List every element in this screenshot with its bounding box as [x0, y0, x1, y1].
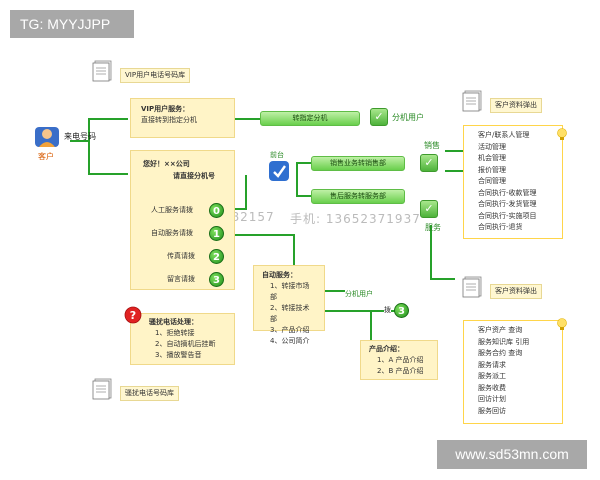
menu-key-2: 2	[209, 249, 224, 264]
product-intro-box: 产品介绍： 1、A 产品介绍 2、B 产品介绍	[360, 340, 438, 380]
service-module-item: 服务请求	[478, 360, 506, 369]
ivr-menu-box: 您好！××公司 请直接分机号 人工服务请拨 0 自动服务请拨 1 传真请拨 2 …	[130, 150, 235, 290]
extension-phone-icon: ✓	[370, 108, 388, 126]
crm-module-item: 合同管理	[478, 177, 506, 185]
service-module-item: 服务派工	[478, 372, 506, 380]
auto-service-item: 2、转接技术部	[270, 304, 310, 323]
document-icon	[92, 60, 112, 82]
greeting-line1: 您好！××公司	[143, 160, 190, 168]
service-phone-icon: ✓	[420, 200, 438, 218]
menu-key-1: 1	[209, 226, 224, 241]
product-intro-item: 2、B 产品介绍	[377, 367, 424, 375]
crm-module-item: 客户/联系人管理	[478, 131, 530, 139]
customer-popup-label: 客户资料弹出	[490, 98, 542, 113]
document-icon	[462, 90, 482, 112]
connector	[296, 162, 311, 164]
customer-icon	[35, 127, 59, 147]
crm-module-item: 活动管理	[478, 142, 506, 151]
connector	[296, 195, 311, 197]
product-intro-title: 产品介绍：	[369, 345, 404, 353]
menu-key-3: 3	[209, 272, 224, 287]
harass-db-label: 骚扰电话号码库	[120, 386, 179, 401]
crm-module-item: 合同执行-实施项目	[478, 211, 537, 220]
vip-db-label: VIP用户电话号码库	[120, 68, 191, 83]
connector	[235, 208, 247, 210]
harass-title: 骚扰电话处理：	[149, 318, 198, 326]
product-intro-item: 1、A 产品介绍	[377, 356, 424, 364]
connector	[445, 170, 463, 172]
service-module-item: 服务回访	[478, 406, 506, 415]
watermark-phone: 手机: 13652371937	[290, 212, 421, 226]
connector	[245, 175, 247, 210]
crm-module-item: 合同执行-收款管理	[478, 188, 537, 197]
customer-popup-label: 客户资料弹出	[490, 284, 542, 299]
sales-phone-icon: ✓	[420, 154, 438, 172]
service-label: 服务	[425, 223, 441, 232]
menu-option-label: 人工服务请拨	[151, 206, 193, 214]
harass-item: 3、播放警告音	[155, 351, 202, 359]
connector	[430, 225, 432, 280]
service-module-item: 服务收费	[478, 383, 506, 392]
svg-text:?: ?	[130, 309, 136, 322]
crm-module-list: 客户/联系人管理 活动管理 机会管理 报价管理 合同管理 合同执行-收款管理 合…	[463, 125, 563, 239]
document-icon	[462, 276, 482, 298]
auto-service-item: 4、公司简介	[270, 337, 310, 345]
service-module-item: 客户资产 查询	[478, 326, 523, 334]
connector	[88, 118, 128, 120]
customer-label: 客户	[38, 152, 54, 161]
service-module-list: 客户资产 查询 服务知识库 引用 服务合约 查询 服务请求 服务派工 服务收费 …	[463, 320, 563, 424]
crm-module-item: 合同执行-退货	[478, 223, 523, 231]
vip-service-title: VIP用户服务：	[141, 105, 190, 113]
dispatch-label: 前台	[270, 151, 284, 159]
top-overlay-label: TG: MYYJJPP	[10, 10, 134, 38]
menu-option-label: 传真请拨	[167, 252, 195, 260]
after-sales-transfer-bar: 售后服务转服务部	[311, 189, 405, 204]
auto-service-item: 3、产品介绍	[270, 326, 310, 334]
sales-label: 销售	[424, 141, 440, 150]
harass-handling-box: 骚扰电话处理： 1、拒绝转接 2、自动摘机后挂断 3、播放警告音	[130, 313, 235, 365]
connector	[88, 118, 90, 174]
harass-item: 1、拒绝转接	[155, 329, 195, 337]
connector	[370, 310, 372, 340]
document-icon	[92, 378, 112, 400]
connector	[70, 140, 90, 142]
auto-service-item: 1、转接市场部	[270, 282, 310, 301]
extension-user-label: 分机用户	[392, 113, 424, 122]
service-module-item: 回访计划	[478, 395, 506, 403]
crm-module-item: 机会管理	[478, 154, 506, 162]
greeting-line2: 请直接分机号	[173, 172, 215, 180]
menu-key-0: 0	[209, 203, 224, 218]
auto-ext-user-label: 分机用户	[345, 289, 373, 299]
connector	[235, 118, 260, 120]
connector	[325, 310, 395, 312]
menu-option-label: 留言请拨	[167, 275, 195, 283]
connector	[293, 234, 295, 266]
service-module-item: 服务知识库 引用	[478, 337, 530, 346]
auto-service-title: 自动服务：	[262, 271, 297, 279]
bottom-overlay-label: www.sd53mn.com	[437, 440, 587, 469]
lightbulb-icon	[557, 128, 567, 140]
help-icon: ?	[124, 306, 142, 324]
connector	[88, 173, 128, 175]
vip-service-box: VIP用户服务： 直接转到指定分机	[130, 98, 235, 138]
connector	[430, 278, 455, 280]
sales-transfer-bar: 销售业务转销售部	[311, 156, 405, 171]
connector	[225, 234, 295, 236]
auto-service-box: 自动服务： 1、转接市场部 2、转接技术部 3、产品介绍 4、公司简介	[253, 265, 325, 345]
lightbulb-icon	[557, 318, 567, 330]
transfer-extension-bar: 转指定分机	[260, 111, 360, 126]
crm-module-item: 合同执行-发货管理	[478, 200, 537, 208]
dispatch-icon	[269, 161, 289, 181]
vip-service-desc: 直接转到指定分机	[141, 116, 197, 124]
dial-label: 拨	[384, 305, 391, 315]
service-module-item: 服务合约 查询	[478, 349, 523, 357]
dial-key-3: 3	[394, 303, 409, 318]
connector	[296, 162, 298, 196]
harass-item: 2、自动摘机后挂断	[155, 340, 216, 348]
incoming-number-label: 来电号码	[64, 132, 96, 141]
crm-module-item: 报价管理	[478, 165, 506, 174]
menu-option-label: 自动服务请拨	[151, 229, 193, 237]
connector	[445, 150, 463, 152]
